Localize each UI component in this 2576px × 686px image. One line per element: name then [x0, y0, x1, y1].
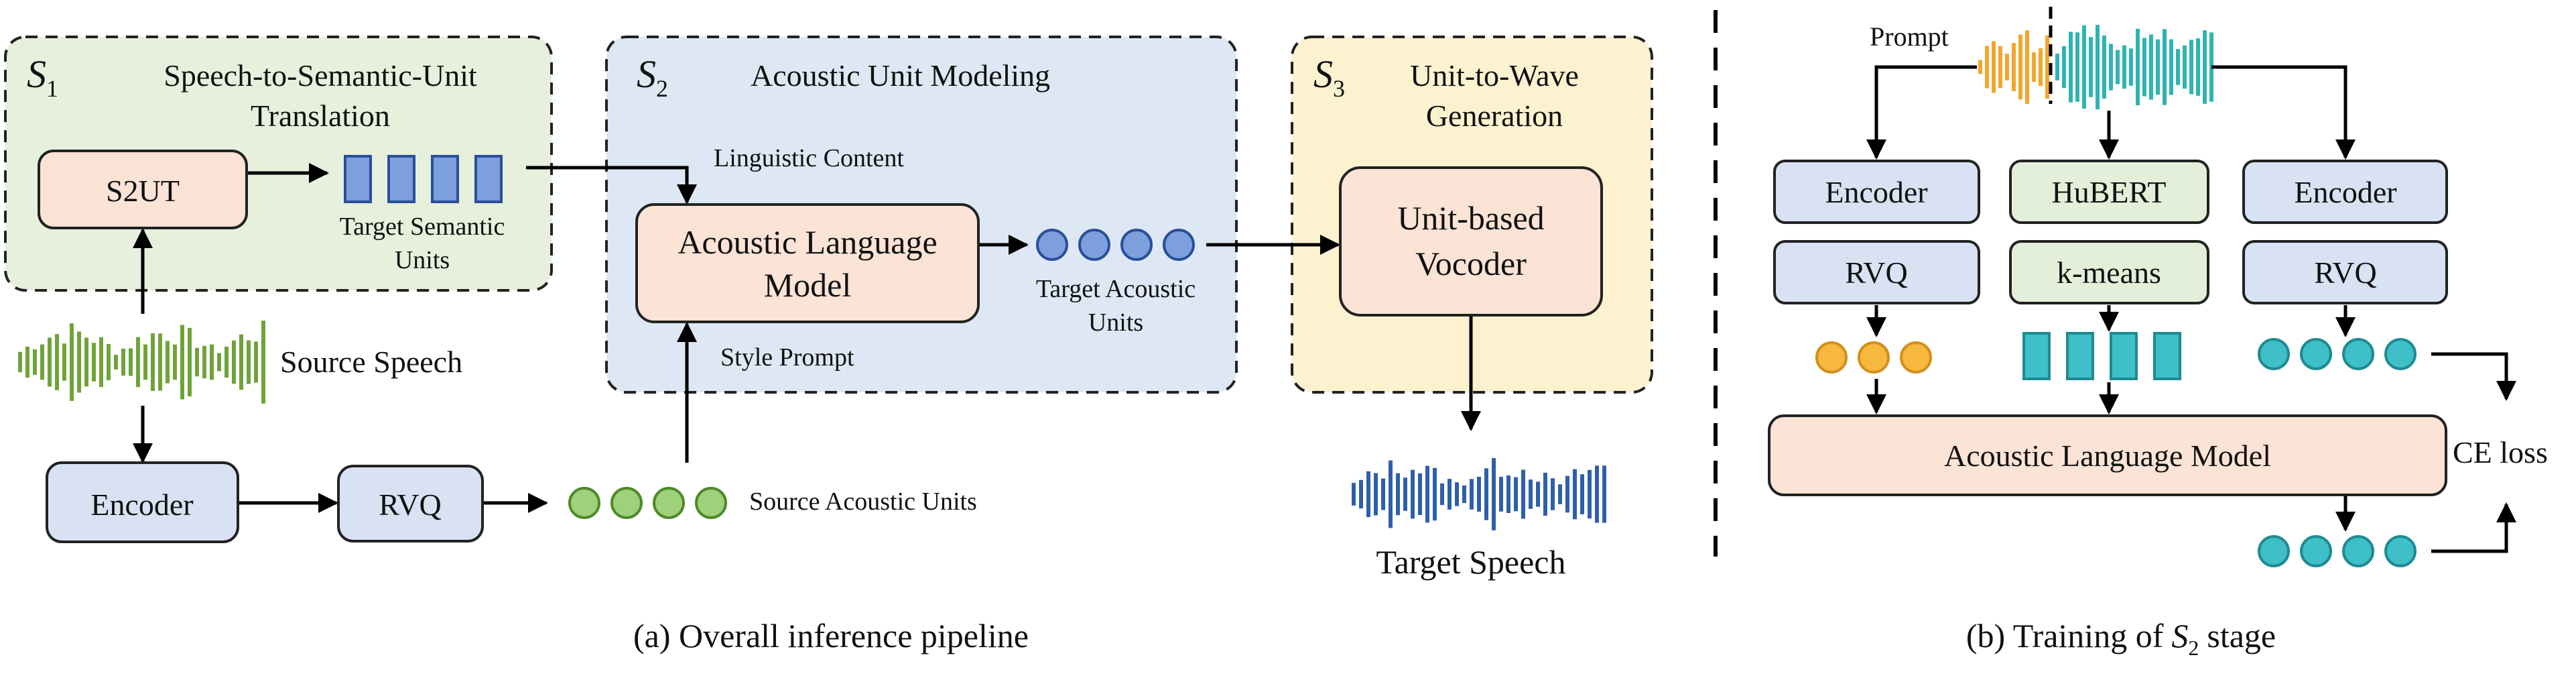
alm-box-b: [1768, 414, 2447, 496]
stage-s3-label: S3: [1313, 52, 1345, 102]
s2ut-label: S2UT: [106, 174, 180, 208]
prompt-label: Prompt: [1870, 21, 1949, 52]
source-speech-waveform: [18, 321, 265, 404]
target-acoustic-label-1: Target Acoustic: [1036, 275, 1196, 303]
alm-a-label-1: Acoustic Language: [678, 223, 937, 261]
vocoder-label-1: Unit-based: [1397, 199, 1544, 237]
rvq-b-left-label: RVQ: [1845, 255, 1907, 290]
stage-s1-title-2: Translation: [251, 99, 390, 133]
alm-box-a: [635, 203, 980, 323]
encoder-box-a: [46, 461, 239, 543]
target-acoustic-units-b: [2258, 338, 2417, 370]
source-acoustic-label: Source Acoustic Units: [749, 488, 977, 516]
encoder-b-left-label: Encoder: [1825, 175, 1927, 209]
stage-s2-label: S2: [637, 52, 668, 102]
stage-s2-title: Acoustic Unit Modeling: [751, 58, 1050, 93]
caption-a: (a) Overall inference pipeline: [633, 617, 1029, 654]
stage-s3-title-1: Unit-to-Wave: [1410, 58, 1579, 93]
linguistic-content-label: Linguistic Content: [714, 144, 904, 172]
kmeans-box: [2009, 240, 2209, 304]
target-speech-label: Target Speech: [1376, 543, 1566, 581]
stage-s1-title-1: Speech-to-Semantic-Unit: [164, 58, 477, 93]
rvq-box-b-right: [2242, 240, 2448, 304]
prompt-waveform: [1978, 30, 2049, 104]
encoder-box-b-right: [2242, 160, 2448, 224]
kmeans-label: k-means: [2057, 255, 2161, 290]
semantic-units-b: [2022, 332, 2181, 380]
target-acoustic-units: [1036, 229, 1195, 261]
hubert-label: HuBERT: [2051, 175, 2166, 209]
target-speech-waveform: [1352, 458, 1606, 530]
stage-s3-title-2: Generation: [1426, 99, 1563, 133]
rvq-b-right-label: RVQ: [2314, 255, 2376, 290]
target-semantic-label-1: Target Semantic: [340, 213, 505, 241]
stage-s1-label: S1: [27, 52, 58, 102]
style-prompt-label: Style Prompt: [720, 343, 854, 371]
ce-loss-label: CE loss: [2453, 435, 2548, 469]
alm-b-label: Acoustic Language Model: [1944, 439, 2271, 473]
rvq-a-label: RVQ: [379, 488, 441, 522]
encoder-box-b-left: [1773, 160, 1980, 224]
source-speech-label: Source Speech: [280, 345, 462, 379]
encoder-a-label: Encoder: [90, 488, 193, 522]
target-semantic-label-2: Units: [395, 246, 450, 274]
source-acoustic-units: [568, 487, 727, 519]
target-waveform: [2055, 25, 2213, 109]
vocoder-label-2: Vocoder: [1415, 245, 1527, 282]
hubert-box: [2009, 160, 2209, 224]
target-semantic-units: [344, 155, 503, 203]
encoder-b-right-label: Encoder: [2294, 175, 2396, 209]
target-acoustic-label-2: Units: [1088, 308, 1143, 337]
rvq-box-a: [337, 465, 484, 542]
prompt-acoustic-units: [1815, 341, 1932, 374]
rvq-box-b-left: [1773, 240, 1980, 304]
alm-a-label-2: Model: [764, 266, 852, 304]
vocoder-box: [1339, 166, 1603, 317]
predicted-acoustic-units: [2258, 535, 2417, 567]
